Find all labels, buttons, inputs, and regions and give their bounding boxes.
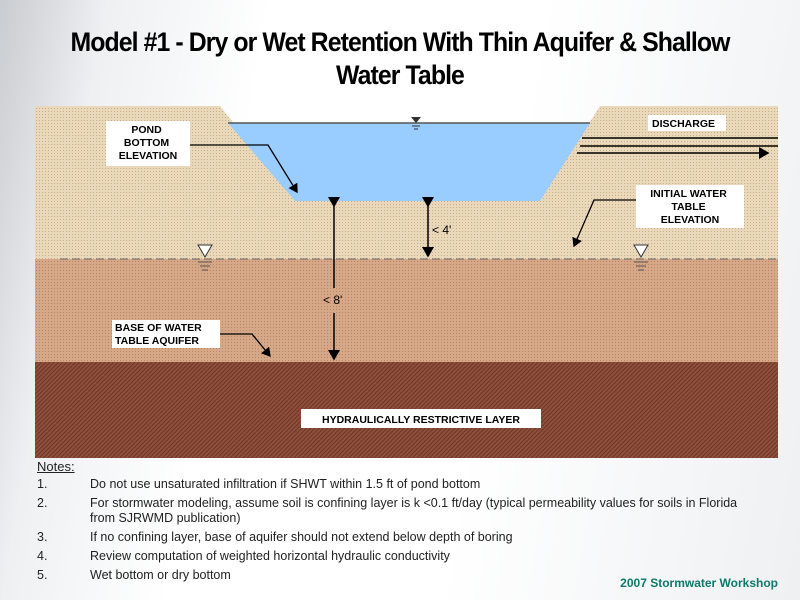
note-item: 4.Review computation of weighted horizon… xyxy=(37,549,450,563)
upper-soil xyxy=(35,106,778,259)
title-line-1: Model #1 - Dry or Wet Retention With Thi… xyxy=(70,27,731,57)
label-discharge: DISCHARGE xyxy=(652,118,715,130)
note-item: 2.For stormwater modeling, assume soil i… xyxy=(37,496,738,525)
label-pond-bottom: POND BOTTOM ELEVATION xyxy=(119,124,178,162)
label-base-aquifer: BASE OF WATER TABLE AQUIFER xyxy=(115,322,205,347)
slide-title: Model #1 - Dry or Wet Retention With Thi… xyxy=(32,26,768,92)
title-line-2: Water Table xyxy=(336,60,465,90)
note-item: 1.Do not use unsaturated infiltration if… xyxy=(37,477,481,491)
note-item: 5.Wet bottom or dry bottom xyxy=(37,568,231,582)
water-table-icon-left xyxy=(197,244,213,271)
pond-water xyxy=(228,123,590,201)
note-item: 3.If no confining layer, base of aquifer… xyxy=(37,530,513,544)
dim-label-8ft: < 8' xyxy=(323,293,342,307)
notes-heading: Notes: xyxy=(37,459,75,474)
discharge-pipe xyxy=(577,137,778,159)
water-table-icon-right xyxy=(633,244,649,271)
label-restrictive-layer: HYDRAULICALLY RESTRICTIVE LAYER xyxy=(322,414,520,426)
water-surface-icon xyxy=(411,117,421,130)
notes-section: Notes: 1.Do not use unsaturated infiltra… xyxy=(37,459,757,587)
dim-label-4ft: < 4' xyxy=(432,223,451,237)
footer-workshop-label: 2007 Stormwater Workshop xyxy=(620,576,778,590)
label-initial-water-table: INITIAL WATER TABLE ELEVATION xyxy=(650,188,730,226)
